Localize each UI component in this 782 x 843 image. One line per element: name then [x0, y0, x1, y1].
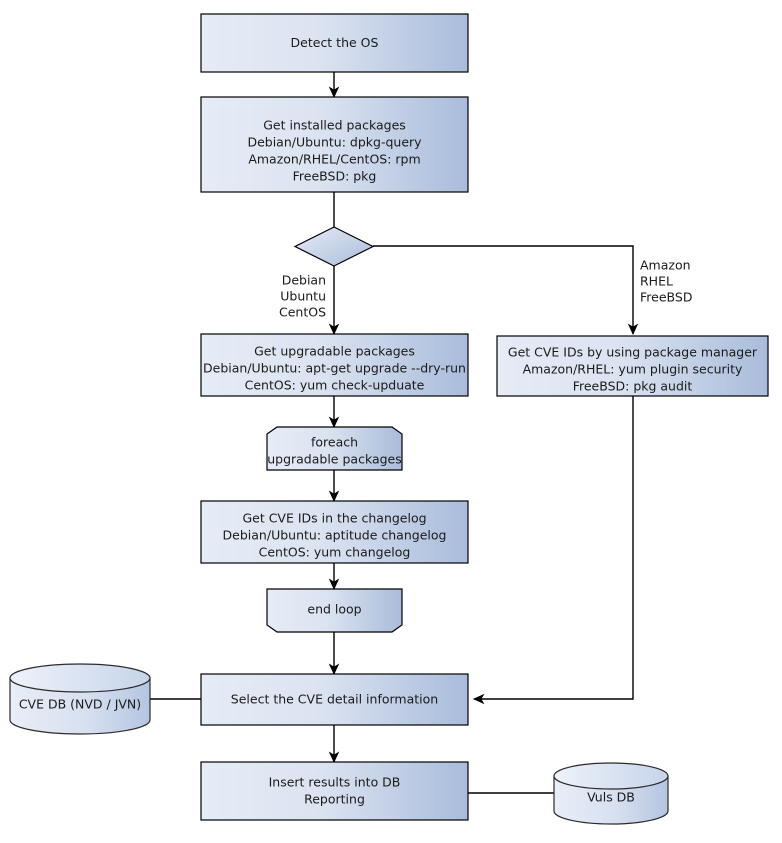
- node-select-cve-detail[interactable]: Select the CVE detail information: [200, 673, 469, 726]
- get-upgradable-packages-label-0: Get upgradable packages: [254, 344, 415, 359]
- edge-label-left-branch: Debian Ubuntu CentOS: [279, 273, 326, 320]
- left-branch-line-0: Debian: [282, 273, 326, 288]
- get-installed-packages-label-1: Debian/Ubuntu: dpkg-query: [247, 135, 422, 150]
- get-upgradable-packages-label-1: Debian/Ubuntu: apt-get upgrade --dry-run: [203, 361, 466, 376]
- node-end-loop[interactable]: end loop: [266, 588, 403, 633]
- get-cve-ids-pkg-manager-label-1: Amazon/RHEL: yum plugin security: [523, 362, 743, 377]
- insert-results-label-0: Insert results into DB: [269, 775, 401, 790]
- node-os-decision[interactable]: [293, 226, 375, 267]
- select-cve-detail-box[interactable]: [200, 673, 469, 726]
- get-cve-ids-changelog-label-0: Get CVE IDs in the changelog: [242, 511, 426, 526]
- node-get-upgradable-packages[interactable]: Get upgradable packages Debian/Ubuntu: a…: [200, 333, 469, 397]
- foreach-loop-label-1: upgradable packages: [267, 452, 402, 467]
- node-get-cve-ids-pkg-manager[interactable]: Get CVE IDs by using package manager Ama…: [496, 335, 769, 397]
- get-cve-ids-pkg-manager-label-2: FreeBSD: pkg audit: [573, 379, 693, 394]
- node-detect-os[interactable]: Detect the OS: [200, 13, 469, 73]
- end-loop-label-0: end loop: [307, 602, 361, 617]
- get-cve-ids-changelog-label-2: CentOS: yum changelog: [259, 545, 411, 560]
- insert-results-label-1: Reporting: [304, 792, 365, 807]
- node-foreach-loop-start[interactable]: foreach upgradable packages: [266, 426, 403, 471]
- node-get-installed-packages[interactable]: Get installed packages Debian/Ubuntu: dp…: [200, 96, 469, 193]
- get-cve-ids-pkg-manager-label-0: Get CVE IDs by using package manager: [508, 345, 758, 360]
- left-branch-line-2: CentOS: [279, 305, 326, 320]
- insert-results-box[interactable]: [200, 761, 469, 821]
- node-insert-results[interactable]: Insert results into DB Reporting: [200, 761, 469, 821]
- left-branch-line-1: Ubuntu: [280, 289, 326, 304]
- vuls-db-label: Vuls DB: [587, 790, 635, 805]
- cve-db-top: [9, 663, 151, 693]
- cve-db-body[interactable]: [9, 677, 151, 735]
- get-installed-packages-box[interactable]: [200, 96, 469, 193]
- end-loop-shape[interactable]: [266, 588, 403, 633]
- detect-os-label-0: Detect the OS: [291, 35, 379, 50]
- edge-decision-to-cve-pkg-manager: [373, 245, 639, 336]
- cve-db-label: CVE DB (NVD / JVN): [19, 697, 141, 712]
- right-branch-line-0: Amazon: [640, 258, 691, 273]
- edge-cve-pkg-manager-to-select-cve: [472, 396, 634, 705]
- get-upgradable-packages-label-2: CentOS: yum check-upduate: [245, 378, 425, 393]
- get-upgradable-packages-box[interactable]: [200, 333, 469, 397]
- get-cve-ids-changelog-label-1: Debian/Ubuntu: aptitude changelog: [223, 528, 447, 543]
- get-cve-ids-changelog-box[interactable]: [200, 500, 469, 564]
- foreach-loop-start-shape[interactable]: [266, 426, 403, 471]
- get-installed-packages-label-3: FreeBSD: pkg: [293, 169, 377, 184]
- get-cve-ids-pkg-manager-box[interactable]: [496, 335, 769, 397]
- node-get-cve-ids-changelog[interactable]: Get CVE IDs in the changelog Debian/Ubun…: [200, 500, 469, 564]
- get-installed-packages-label-2: Amazon/RHEL/CentOS: rpm: [248, 152, 420, 167]
- os-decision-diamond[interactable]: [293, 226, 375, 267]
- get-installed-packages-label-0: Get installed packages: [263, 118, 406, 133]
- edge-label-right-branch: Amazon RHEL FreeBSD: [640, 258, 692, 305]
- vuls-db-body[interactable]: [553, 775, 669, 825]
- vuls-db-top: [553, 762, 669, 790]
- right-branch-line-2: FreeBSD: [640, 290, 692, 305]
- select-cve-detail-label: Select the CVE detail information: [231, 692, 438, 707]
- foreach-loop-label-0: foreach: [311, 435, 358, 450]
- detect-os-box[interactable]: [200, 13, 469, 73]
- right-branch-line-1: RHEL: [640, 274, 673, 289]
- node-vuls-db[interactable]: Vuls DB: [553, 762, 669, 825]
- node-cve-db[interactable]: CVE DB (NVD / JVN): [9, 663, 151, 735]
